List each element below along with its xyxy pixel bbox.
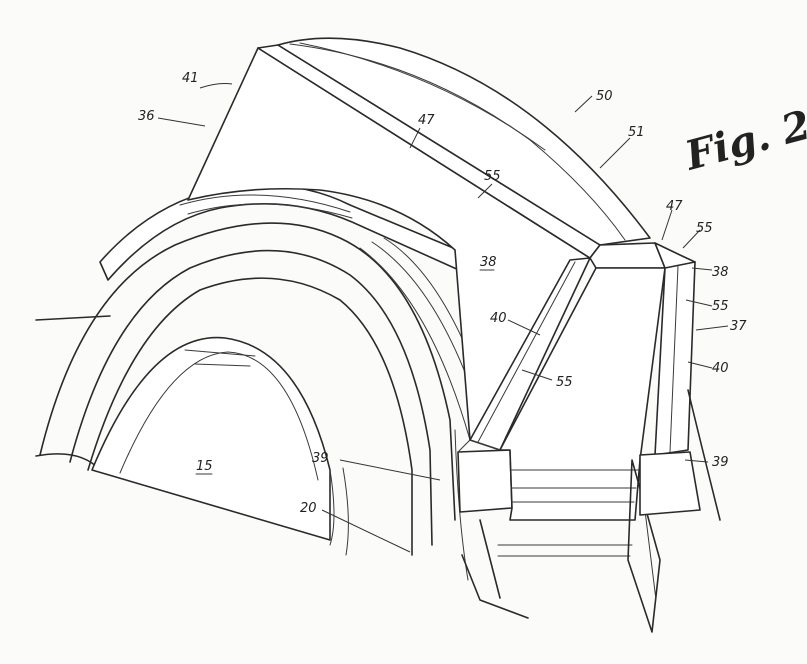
label-38: 38 (480, 255, 497, 270)
label-41: 41 (182, 71, 199, 86)
block-36-foot-39 (457, 449, 513, 513)
top-face-joint (589, 242, 666, 269)
rim-arch-mid1 (69, 249, 433, 546)
label-20: 20 (300, 501, 317, 516)
label-50: 50 (596, 89, 613, 104)
tooth-point (627, 459, 661, 633)
label-55-right-lower: 55 (712, 299, 729, 314)
label-47: 47 (418, 113, 435, 128)
label-39-right: 39 (712, 455, 729, 470)
label-47-right: 47 (666, 199, 683, 214)
rim-arch-outer (39, 222, 456, 521)
figure-title: Fig. 2 (679, 101, 807, 180)
label-39: 39 (312, 451, 329, 466)
label-38-right: 38 (712, 265, 729, 280)
curved-top-50 (277, 37, 651, 246)
label-55-right: 55 (696, 221, 713, 236)
hub-arch-15 (91, 336, 331, 541)
block-36-face-38 (187, 47, 591, 441)
central-tooth (499, 267, 666, 521)
section-line-left (35, 315, 111, 471)
label-37: 37 (730, 319, 747, 334)
label-55-lower: 55 (556, 375, 573, 390)
label-36: 36 (138, 109, 155, 124)
label-40-right: 40 (712, 361, 729, 376)
label-55: 55 (484, 169, 501, 184)
label-51: 51 (628, 125, 645, 140)
block-37-foot-39 (639, 451, 701, 516)
block-37-face-38 (654, 261, 696, 456)
label-40: 40 (490, 311, 507, 326)
rim-arch-mid2 (87, 277, 413, 556)
label-15: 15 (196, 459, 213, 474)
